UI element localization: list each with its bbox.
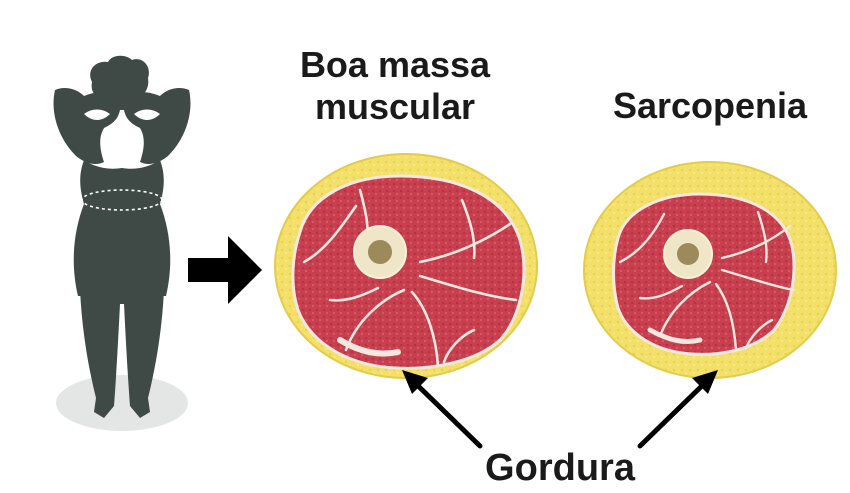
waist-measure-line bbox=[81, 189, 163, 211]
cross-section-good-muscle bbox=[274, 153, 538, 379]
pointer-arrow-icon bbox=[402, 370, 483, 449]
label-good-muscle-line2: muscular bbox=[314, 86, 476, 128]
label-fat: Gordura bbox=[485, 447, 635, 489]
label-good-muscle-mass: Boa massa muscular bbox=[270, 44, 520, 129]
figure-shadow bbox=[56, 375, 188, 431]
cross-section-sarcopenia bbox=[583, 161, 837, 379]
label-sarcopenia: Sarcopenia bbox=[612, 85, 808, 126]
label-good-muscle-line1: Boa massa bbox=[299, 44, 491, 85]
pointer-arrow-icon bbox=[637, 370, 718, 449]
